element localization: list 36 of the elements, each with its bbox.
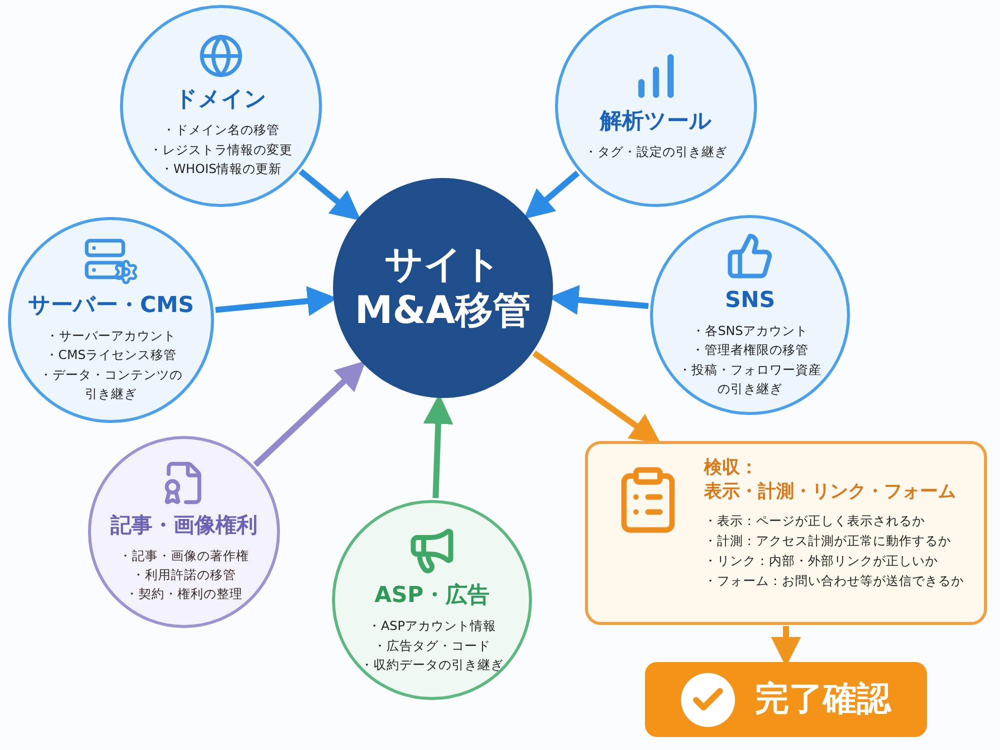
bullet-item: ・投稿・フォロワー資産の引き継ぎ: [678, 360, 822, 398]
bullet-item: ・記事・画像の著作権: [119, 546, 249, 565]
hub-title: サイトM&A移管: [354, 242, 532, 334]
circle-heading: ASP・広告: [374, 582, 490, 610]
bullet-item: ・管理者権限の移管: [690, 341, 810, 360]
bullet-item: ・タグ・設定の引き継ぎ: [584, 142, 728, 161]
bullet-item: ・ASPアカウント情報: [366, 617, 498, 636]
bullet-item: ・フォーム：お問い合わせ等が送信できるか: [704, 572, 964, 590]
bullet-item: ・計測：アクセス計測が正常に動作するか: [704, 532, 952, 550]
card-heading: 表示・計測・リンク・フォーム: [704, 480, 957, 504]
card-heading: 検収：: [704, 456, 759, 480]
bullet-item: ・リンク：内部・外部リンクが正しいか: [704, 552, 939, 570]
bullet-item: ・レジストラ情報の変更: [150, 140, 292, 159]
circle-heading: 記事・画像権利: [110, 512, 258, 540]
circle-heading: SNS: [724, 286, 776, 315]
bullet-item: ・データ・コンテンツの引き継ぎ: [38, 366, 184, 403]
bullet-item: ・利用許諾の移管: [131, 566, 237, 584]
arrow: [253, 360, 366, 467]
bullet-item: ・ドメイン名の移管: [162, 121, 280, 140]
arrow: [298, 168, 362, 221]
bullet-item: ・サーバーアカウント: [45, 326, 177, 345]
bullet-item: ・広告タグ・コード: [372, 636, 492, 655]
inspection-card: [585, 441, 987, 625]
completion-banner: [645, 662, 927, 737]
circle-heading: ドメイン: [175, 86, 267, 114]
bullet-item: ・CMSライセンス移管: [44, 346, 178, 364]
bullet-item: ・表示：ページが正しく表示されるか: [704, 512, 926, 530]
bullet-item: ・契約・権利の整理: [124, 585, 244, 604]
circle-heading: 解析ツール: [600, 108, 712, 136]
bullet-item: ・各SNSアカウント: [690, 322, 810, 340]
arrow: [532, 350, 661, 444]
bullet-item: ・収約データの引き継ぎ: [360, 656, 504, 674]
arrow: [524, 170, 580, 220]
bullet-item: ・WHOIS情報の更新: [159, 160, 283, 178]
banner-label: 完了確認: [755, 678, 891, 721]
circle-heading: サーバー・CMS: [28, 292, 194, 320]
